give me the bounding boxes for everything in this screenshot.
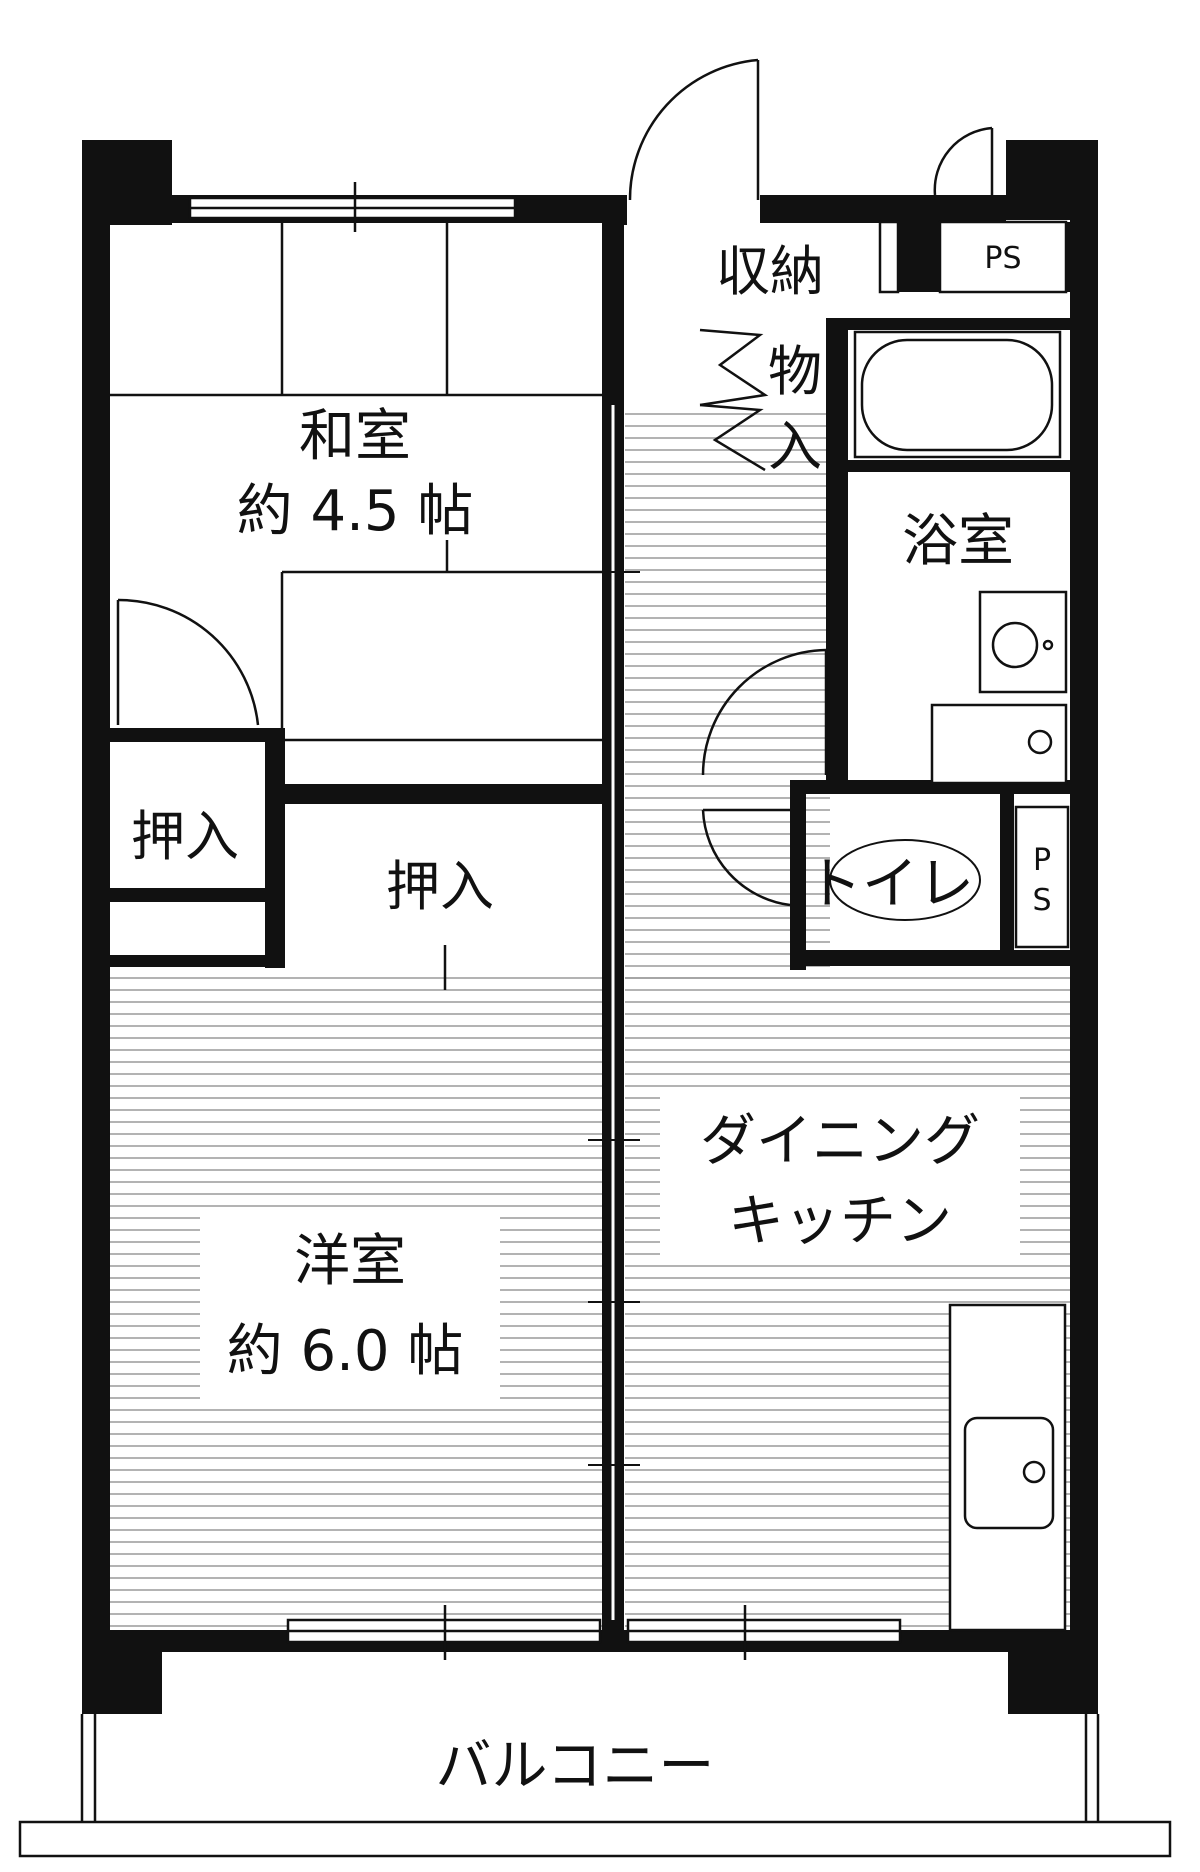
shuno-label: 収納 <box>716 240 824 303</box>
toilet-label: トイレ <box>806 852 974 917</box>
washbasin-icon <box>930 590 1068 785</box>
window-bottom <box>286 1605 902 1660</box>
bath-label: 浴室 <box>902 509 1014 574</box>
tatami-lines <box>110 223 602 742</box>
bathtub-icon <box>853 330 1062 459</box>
monoire-char-2: 入 <box>768 415 822 478</box>
ps-top-label: PS <box>984 241 1021 276</box>
balcony-railing <box>18 1714 1172 1858</box>
youshitsu-name: 洋室 <box>294 1229 406 1294</box>
dk-label-line2: キッチン <box>728 1189 952 1254</box>
toilet-icon <box>829 839 981 921</box>
window-top <box>188 182 517 232</box>
washitsu-name: 和室 <box>299 404 411 469</box>
dk-label-line1: ダイニング <box>700 1109 980 1174</box>
closet-left-label: 押入 <box>131 805 239 868</box>
monoire-char-1: 物 <box>768 340 822 403</box>
doors <box>116 58 994 907</box>
kitchen-sink-icon <box>948 1303 1067 1632</box>
balcony-label: バルコニー <box>436 1734 715 1799</box>
youshitsu-area: 約 6.0 帖 <box>227 1319 464 1384</box>
washitsu-area: 約 4.5 帖 <box>237 479 474 544</box>
floor-flooring <box>110 405 1070 1630</box>
ps-toilet-s: S <box>1032 883 1051 918</box>
closet-center-label: 押入 <box>386 855 494 918</box>
ps-toilet-p: P <box>1033 843 1051 878</box>
